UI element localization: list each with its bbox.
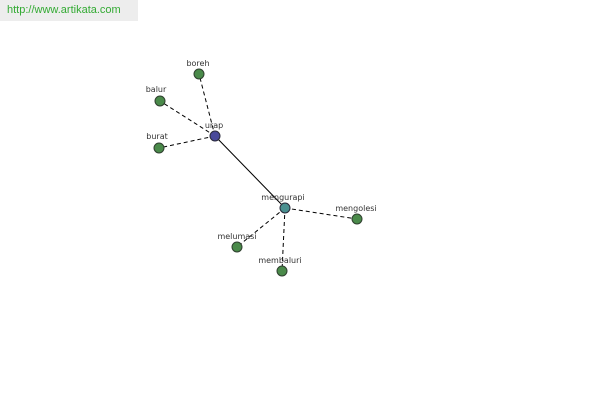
node-label-urap[interactable]: urap: [205, 121, 223, 130]
node-mengolesi[interactable]: mengolesi: [335, 204, 377, 225]
node-label-membaluri[interactable]: membaluri: [258, 256, 301, 265]
node-mengurapi[interactable]: mengurapi: [261, 193, 305, 214]
node-circle-burat[interactable]: [153, 142, 165, 154]
node-label-boreh[interactable]: boreh: [186, 59, 209, 68]
node-urap[interactable]: urap: [205, 121, 223, 142]
source-url-link[interactable]: http://www.artikata.com: [0, 0, 138, 21]
node-circle-boreh[interactable]: [193, 68, 205, 80]
node-burat[interactable]: burat: [146, 132, 168, 154]
node-circle-membaluri[interactable]: [276, 265, 288, 277]
node-circle-melumasi[interactable]: [231, 241, 243, 253]
edge-urap-boreh: [198, 73, 216, 137]
edge-mengurapi-mengolesi: [284, 207, 358, 220]
edge-layer: [158, 73, 358, 272]
node-circle-urap[interactable]: [209, 130, 221, 142]
edge-urap-balur: [159, 100, 216, 137]
node-membaluri[interactable]: membaluri: [258, 256, 302, 277]
node-label-mengolesi[interactable]: mengolesi: [335, 204, 376, 213]
node-circle-balur[interactable]: [154, 95, 166, 107]
node-circle-mengolesi[interactable]: [351, 213, 363, 225]
node-label-balur[interactable]: balur: [146, 85, 167, 94]
node-label-melumasi[interactable]: melumasi: [217, 232, 256, 241]
node-layer: boreh balur burat urap mengurapi mengolesi mel…: [146, 59, 377, 277]
node-balur[interactable]: balur: [146, 85, 167, 107]
node-melumasi[interactable]: melumasi: [217, 232, 257, 253]
node-label-burat[interactable]: burat: [146, 132, 167, 141]
node-boreh[interactable]: boreh: [186, 59, 210, 80]
node-label-mengurapi[interactable]: mengurapi: [261, 193, 304, 202]
edge-urap-burat: [158, 135, 216, 149]
edge-mengurapi-melumasi: [236, 207, 286, 248]
node-circle-mengurapi[interactable]: [279, 202, 291, 214]
edge-mengurapi-membaluri: [281, 207, 286, 272]
edge-urap-mengurapi: [214, 135, 286, 209]
